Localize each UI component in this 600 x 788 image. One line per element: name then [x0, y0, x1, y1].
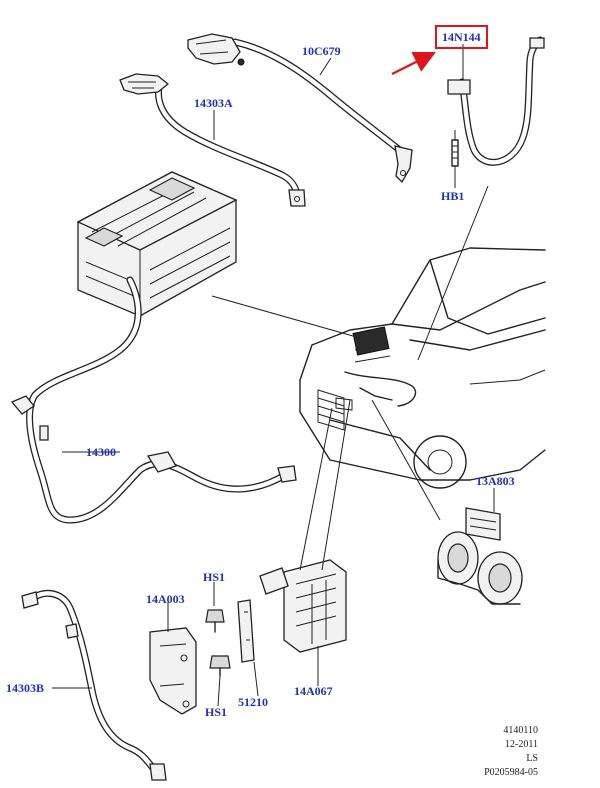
callout-13a803: 13A803 [476, 474, 515, 488]
battery [76, 171, 238, 317]
footer-line-4: P0205984-05 [484, 767, 538, 778]
callout-14303a: 14303A [194, 96, 233, 110]
callout-hs1-bottom: HS1 [205, 705, 228, 719]
horn-13a803 [437, 507, 523, 605]
cable-14303a [119, 73, 306, 207]
callout-14303b: 14303B [6, 681, 45, 695]
callout-14a067: 14A067 [294, 684, 333, 698]
footer-line-2: 12-2011 [505, 739, 538, 750]
callout-14n144: 14N144 [435, 25, 488, 49]
fusebox-14a067 [259, 559, 347, 653]
screws-and-link [205, 599, 255, 677]
callout-10c679: 10C679 [302, 44, 341, 58]
strap-14n144 [447, 36, 545, 167]
pointer-arrow [391, 52, 436, 75]
footer-line-3: LS [526, 753, 538, 764]
bracket-14a003 [149, 627, 197, 715]
callout-14a003: 14A003 [146, 592, 185, 606]
footer-code-block: 4140110 12-2011 LS P0205984-05 [448, 724, 538, 780]
callout-51210: 51210 [238, 695, 268, 709]
leader-lines [52, 44, 495, 707]
callout-14300: 14300 [86, 445, 116, 459]
vehicle [299, 247, 546, 489]
footer-line-1: 4140110 [503, 725, 538, 736]
cable-14303b [21, 589, 167, 781]
cable-14300 [10, 276, 297, 524]
cable-10c679 [187, 33, 413, 184]
callout-hb1: HB1 [441, 189, 465, 203]
callout-hs1-top: HS1 [203, 570, 226, 584]
